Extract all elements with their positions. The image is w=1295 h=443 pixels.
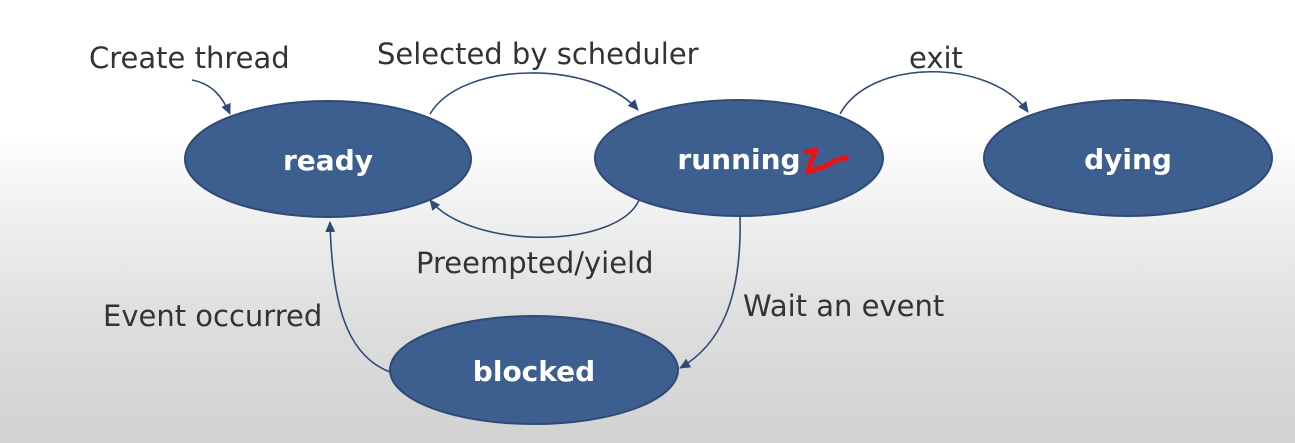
- wait-an-event-label: Wait an event: [743, 289, 944, 323]
- state-dying-label: dying: [1084, 143, 1172, 176]
- event-occurred-label: Event occurred: [103, 299, 322, 333]
- create-thread-label: Create thread: [89, 41, 290, 75]
- state-ready-label: ready: [283, 144, 373, 177]
- red-pen-annotation: [803, 147, 849, 175]
- state-dying: dying: [983, 99, 1273, 217]
- state-blocked-label: blocked: [473, 355, 595, 388]
- create-thread-arrow: [191, 79, 231, 115]
- state-running: running: [594, 99, 884, 217]
- exit-arrow: [839, 70, 1029, 115]
- state-running-label: running: [677, 143, 800, 176]
- event-occurred-arrow: [325, 221, 391, 373]
- state-ready: ready: [184, 100, 472, 218]
- exit-label: exit: [909, 41, 963, 75]
- preempted-yield-label: Preempted/yield: [416, 246, 654, 280]
- selected-by-scheduler-arrow: [429, 72, 639, 115]
- state-blocked: blocked: [389, 315, 679, 425]
- selected-by-scheduler-label: Selected by scheduler: [377, 37, 699, 71]
- preempted-yield-arrow: [429, 197, 641, 238]
- wait-an-event-arrow: [679, 215, 741, 369]
